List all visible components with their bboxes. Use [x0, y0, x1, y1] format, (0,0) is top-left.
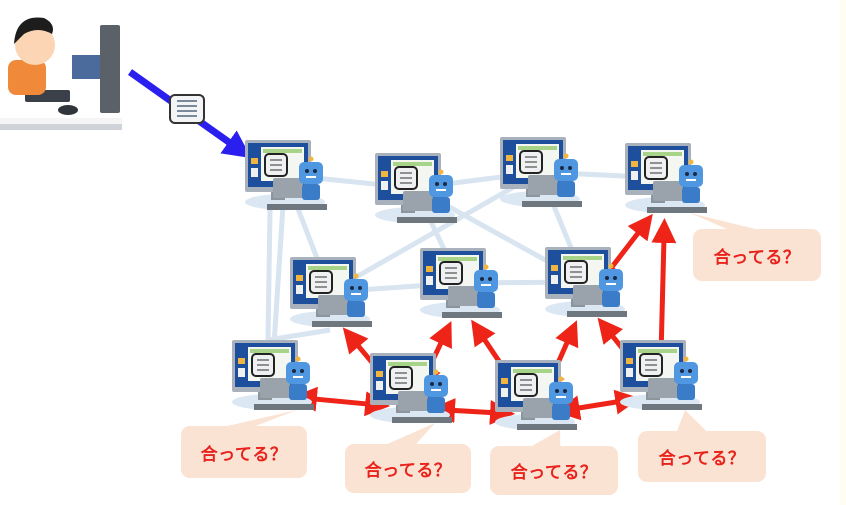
node-computer: [245, 140, 327, 210]
bubble-text: 合ってる？: [510, 463, 598, 483]
node-computer: [500, 137, 582, 207]
node-computer: [620, 340, 702, 410]
bubble-tail: [528, 430, 561, 448]
robot-icon: [429, 169, 453, 213]
monitor-icon: [100, 25, 120, 113]
robot-icon: [474, 264, 498, 308]
bubble-tail: [382, 423, 435, 446]
robot-icon: [344, 273, 368, 317]
robot-icon: [286, 356, 310, 400]
robot-icon: [549, 376, 573, 420]
scroll-icon: [639, 353, 663, 377]
scroll-icon: [394, 166, 418, 190]
node-computer: [290, 257, 372, 327]
person-face: [15, 25, 55, 65]
node-computer: [625, 143, 707, 213]
speech-bubble: 合ってる？: [345, 444, 471, 493]
scroll-icon: [564, 260, 588, 284]
bubble-text: 合ってる？: [364, 461, 452, 481]
robot-icon: [674, 356, 698, 400]
speech-bubble: 合ってる？: [638, 431, 766, 482]
scroll-icon: [644, 156, 668, 180]
robot-icon: [554, 153, 578, 197]
desk-top: [0, 118, 122, 124]
page-edge-strip: [840, 0, 846, 505]
desk: [0, 124, 122, 130]
person-shirt: [8, 60, 46, 95]
user-illustration: [0, 17, 122, 130]
robot-icon: [299, 156, 323, 200]
node-computer: [370, 353, 452, 423]
bubble-tail: [218, 410, 297, 428]
node-computer: [420, 248, 502, 318]
send-arrow-group: [127, 69, 252, 159]
node-computer: [495, 360, 577, 430]
verify-arrow: [554, 389, 641, 421]
scroll-icon: [519, 150, 543, 174]
speech-bubble: 合ってる？: [693, 229, 821, 281]
scroll-icon: [264, 153, 288, 177]
robot-icon: [424, 369, 448, 413]
scroll-icon: [309, 270, 333, 294]
nodes: [232, 137, 707, 430]
bubble-text: 合ってる？: [200, 444, 288, 465]
speech-bubble: 合ってる？: [490, 446, 618, 495]
bubble-tail: [676, 410, 709, 433]
bubble-tail: [690, 213, 764, 231]
verify-arrow: [429, 398, 516, 425]
node-computer: [232, 340, 314, 410]
person-hair: [14, 17, 53, 44]
mouse-icon: [58, 105, 78, 115]
transaction-scroll-icon: [169, 94, 205, 124]
scroll-icon: [514, 373, 538, 397]
scroll-icon: [389, 366, 413, 390]
bubble-text: 合ってる？: [658, 449, 746, 469]
robot-icon: [679, 159, 703, 203]
laptop-icon: [72, 55, 100, 79]
node-computer: [375, 153, 457, 223]
verify-arrow: [291, 386, 391, 417]
scroll-icon: [439, 261, 463, 285]
node-computer: [545, 247, 627, 317]
robot-icon: [599, 263, 623, 307]
speech-bubble: 合ってる？: [181, 426, 307, 478]
bubble-text: 合ってる？: [713, 247, 801, 268]
network-link: [327, 169, 543, 295]
scroll-icon: [251, 353, 275, 377]
